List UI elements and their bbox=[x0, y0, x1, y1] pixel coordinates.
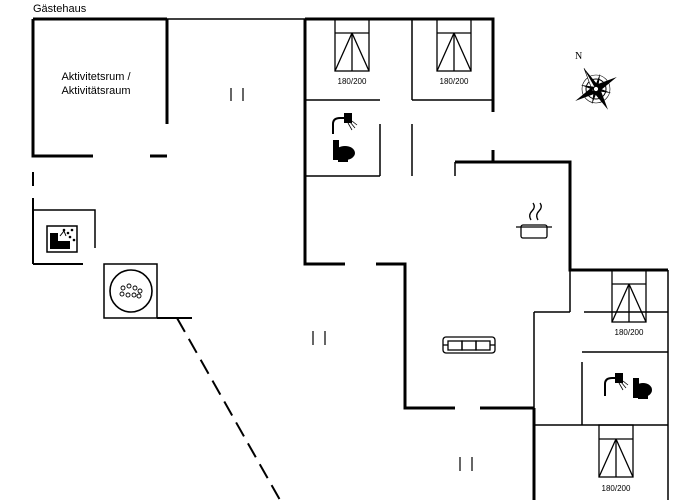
activity-room-label-line2: Aktivitätsraum bbox=[61, 85, 131, 97]
dashed-wall-left bbox=[32, 172, 83, 265]
shower-icon bbox=[604, 373, 629, 396]
shower-icon bbox=[332, 113, 358, 134]
bed-icon bbox=[598, 424, 634, 478]
bed-size-label: 180/200 bbox=[614, 328, 644, 337]
whirlpool-room bbox=[103, 263, 158, 319]
whirlpool-icon bbox=[109, 269, 153, 313]
dashed-wall-diagonal bbox=[176, 317, 281, 500]
main-house-walls bbox=[303, 17, 668, 500]
plan-title: Gästehaus bbox=[33, 3, 87, 15]
compass-north-label: N bbox=[575, 51, 583, 62]
bed-size-label: 180/200 bbox=[601, 484, 631, 493]
bed-icon bbox=[611, 269, 647, 323]
bed-icon bbox=[334, 18, 370, 72]
activity-room-walls bbox=[31, 17, 169, 158]
bed-size-label: 180/200 bbox=[439, 77, 469, 86]
sofa-icon bbox=[442, 336, 496, 354]
activity-room-label-line1: Aktivitetsrum / bbox=[61, 71, 131, 83]
bed-size-label: 180/200 bbox=[337, 77, 367, 86]
interior-walls bbox=[305, 19, 669, 500]
toilet-icon bbox=[333, 140, 355, 162]
bed-icon bbox=[436, 18, 472, 72]
window-marker-icon bbox=[230, 88, 473, 471]
activity-room-label: Aktivitetsrum / Aktivitätsraum bbox=[40, 70, 152, 98]
compass-icon bbox=[575, 68, 617, 110]
toilet-icon bbox=[633, 378, 652, 399]
kitchen-pot-icon bbox=[516, 202, 552, 239]
sauna-room-walls bbox=[33, 209, 96, 248]
sauna-icon bbox=[46, 225, 78, 253]
